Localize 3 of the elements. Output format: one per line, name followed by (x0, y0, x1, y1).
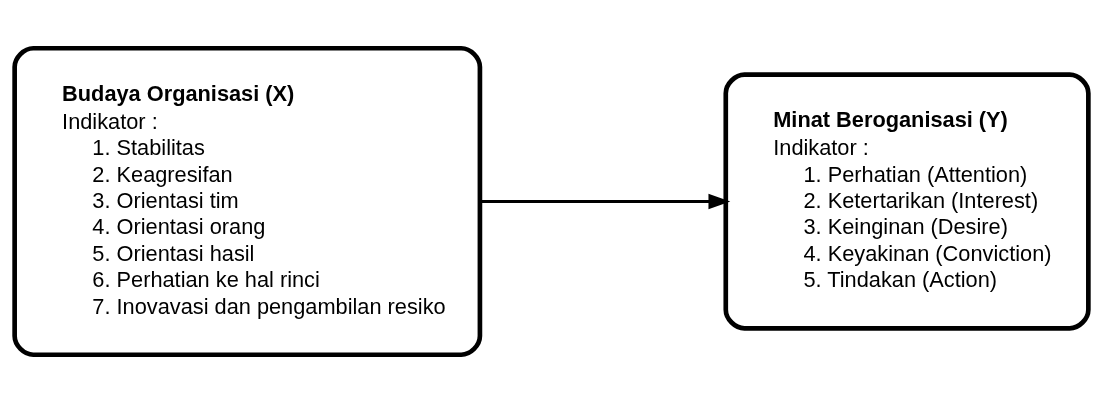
node-box: Minat Beroganisasi (Y) Indikator : 1. Perhatian (Attention) 2. Ketertarikan (Interest) 3. Keinginan (Desire) 4. Keyakinan (Conviction) 5. Tindakan (Action) (723, 71, 1091, 331)
arrow (480, 193, 731, 209)
node-box: Budaya Organisasi (X) Indikator : 1. Stabilitas 2. Keagresifan 3. Orientasi tim 4. Orientasi orang 5. Orientasi hasil 6. Perhatian ke hal rinci 7. Inovavasi dan pengambilan resiko (12, 45, 483, 357)
